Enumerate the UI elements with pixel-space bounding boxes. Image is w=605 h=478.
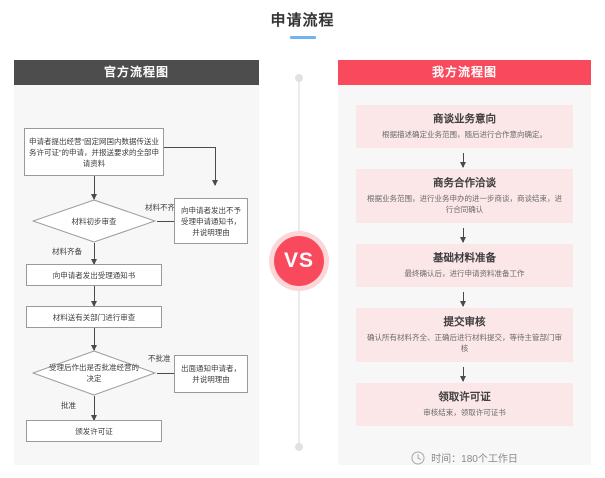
step-desc-2: 根据业务范围，进行业务申办的进一步商谈，商谈结束，进行合同确认 bbox=[367, 194, 562, 214]
diamond-shape-icon bbox=[32, 199, 156, 243]
duration-footer: 时间：180个工作日 bbox=[338, 450, 591, 465]
flow-node-apply-label: 申请者提出经营“固定网国内数据传送业务许可证”的申请，并报送要求的全部申请资料 bbox=[29, 136, 159, 168]
flow-node-decision-label: 受理后作出是否批准经营的决定 bbox=[49, 363, 139, 383]
step-title-1: 商谈业务意向 bbox=[433, 113, 496, 125]
flow-connector-apply-to-reject bbox=[164, 147, 215, 148]
step-desc-3: 最终确认后，进行申请资料准备工作 bbox=[404, 269, 525, 278]
flow-arrow-review-to-accept bbox=[91, 243, 97, 265]
step-desc-5: 审核结束，领取许可证书 bbox=[423, 408, 506, 417]
vs-badge: VS bbox=[274, 236, 324, 286]
flow-arrow-decision-to-issue bbox=[91, 396, 97, 421]
flow-arrow-accept-to-dispatch bbox=[91, 286, 97, 307]
flow-arrow-to-reject1 bbox=[212, 147, 218, 186]
diamond-shape-icon bbox=[32, 350, 156, 396]
flow-arrow-dispatch-to-decision bbox=[91, 328, 97, 351]
page-title-block: 申请流程 bbox=[0, 12, 605, 39]
flow-node-issue-label: 颁发许可证 bbox=[75, 426, 113, 436]
flow-label-complete: 材料齐备 bbox=[52, 247, 82, 256]
step-arrow-1 bbox=[460, 153, 466, 168]
step-title-4: 提交审核 bbox=[443, 316, 486, 328]
flow-node-accept: 向申请者发出受理通知书 bbox=[26, 264, 162, 286]
flow-node-issue: 颁发许可证 bbox=[26, 420, 162, 442]
flow-node-review1-label: 材料初步审查 bbox=[71, 216, 117, 226]
flow-label-not-approved: 不批准 bbox=[148, 354, 171, 363]
flow-node-dispatch-label: 材料送有关部门进行审查 bbox=[52, 312, 136, 322]
title-underline bbox=[289, 36, 316, 39]
page-title: 申请流程 bbox=[270, 12, 335, 29]
step-title-2: 商务合作洽谈 bbox=[433, 177, 496, 189]
vs-divider: VS bbox=[264, 60, 334, 465]
flow-node-reject1-label: 向申请者发出不予受理申请通知书，并说明理由 bbox=[181, 205, 241, 237]
flow-label-approved: 批准 bbox=[61, 401, 76, 410]
flow-node-dispatch: 材料送有关部门进行审查 bbox=[26, 306, 162, 328]
step-desc-1: 根据描述确定业务范围，随后进行合作意向确定。 bbox=[382, 130, 547, 139]
official-flow-header: 官方流程图 bbox=[14, 60, 259, 85]
vs-dot-top bbox=[295, 74, 303, 82]
clock-icon bbox=[411, 451, 425, 464]
flow-node-reject2: 出面通知申请者，并说明理由 bbox=[174, 355, 248, 393]
step-card-4[interactable]: 提交审核 确认所有材料齐全、正确后进行材料提交，等待主管部门审核 bbox=[356, 308, 573, 362]
step-arrow-4 bbox=[460, 367, 466, 382]
flow-node-review1: 材料初步审查 bbox=[32, 199, 156, 243]
flow-node-reject1: 向申请者发出不予受理申请通知书，并说明理由 bbox=[174, 198, 248, 244]
our-flow-panel: 我方流程图 商谈业务意向 根据描述确定业务范围，随后进行合作意向确定。 商务合作… bbox=[338, 60, 591, 465]
duration-text: 时间：180个工作日 bbox=[431, 454, 518, 465]
flow-arrow-apply-to-review bbox=[91, 176, 97, 200]
official-flow-panel: 官方流程图 申请者提出经营“固定网国内数据传送业务许可证”的申请，并报送要求的全… bbox=[14, 60, 259, 465]
vs-dot-bottom bbox=[295, 443, 303, 451]
step-card-5[interactable]: 领取许可证 审核结束，领取许可证书 bbox=[356, 383, 573, 426]
our-flow-header: 我方流程图 bbox=[338, 60, 591, 85]
step-card-2[interactable]: 商务合作洽谈 根据业务范围，进行业务申办的进一步商谈，商谈结束，进行合同确认 bbox=[356, 169, 573, 223]
step-title-5: 领取许可证 bbox=[438, 391, 491, 403]
flow-label-incomplete: 材料不齐 bbox=[145, 203, 175, 212]
flow-node-reject2-label: 出面通知申请者，并说明理由 bbox=[181, 364, 241, 384]
our-flow-body: 商谈业务意向 根据描述确定业务范围，随后进行合作意向确定。 商务合作洽谈 根据业… bbox=[338, 85, 591, 465]
step-card-3[interactable]: 基础材料准备 最终确认后，进行申请资料准备工作 bbox=[356, 244, 573, 287]
official-flow-body: 申请者提出经营“固定网国内数据传送业务许可证”的申请，并报送要求的全部申请资料 … bbox=[14, 85, 259, 465]
flow-node-apply: 申请者提出经营“固定网国内数据传送业务许可证”的申请，并报送要求的全部申请资料 bbox=[24, 128, 164, 176]
step-desc-4: 确认所有材料齐全、正确后进行材料提交，等待主管部门审核 bbox=[367, 333, 562, 353]
step-title-3: 基础材料准备 bbox=[433, 252, 496, 264]
flow-node-accept-label: 向申请者发出受理通知书 bbox=[52, 270, 136, 280]
flow-node-decision: 受理后作出是否批准经营的决定 bbox=[32, 350, 156, 396]
step-arrow-2 bbox=[460, 228, 466, 243]
step-arrow-3 bbox=[460, 292, 466, 307]
step-card-1[interactable]: 商谈业务意向 根据描述确定业务范围，随后进行合作意向确定。 bbox=[356, 105, 573, 148]
